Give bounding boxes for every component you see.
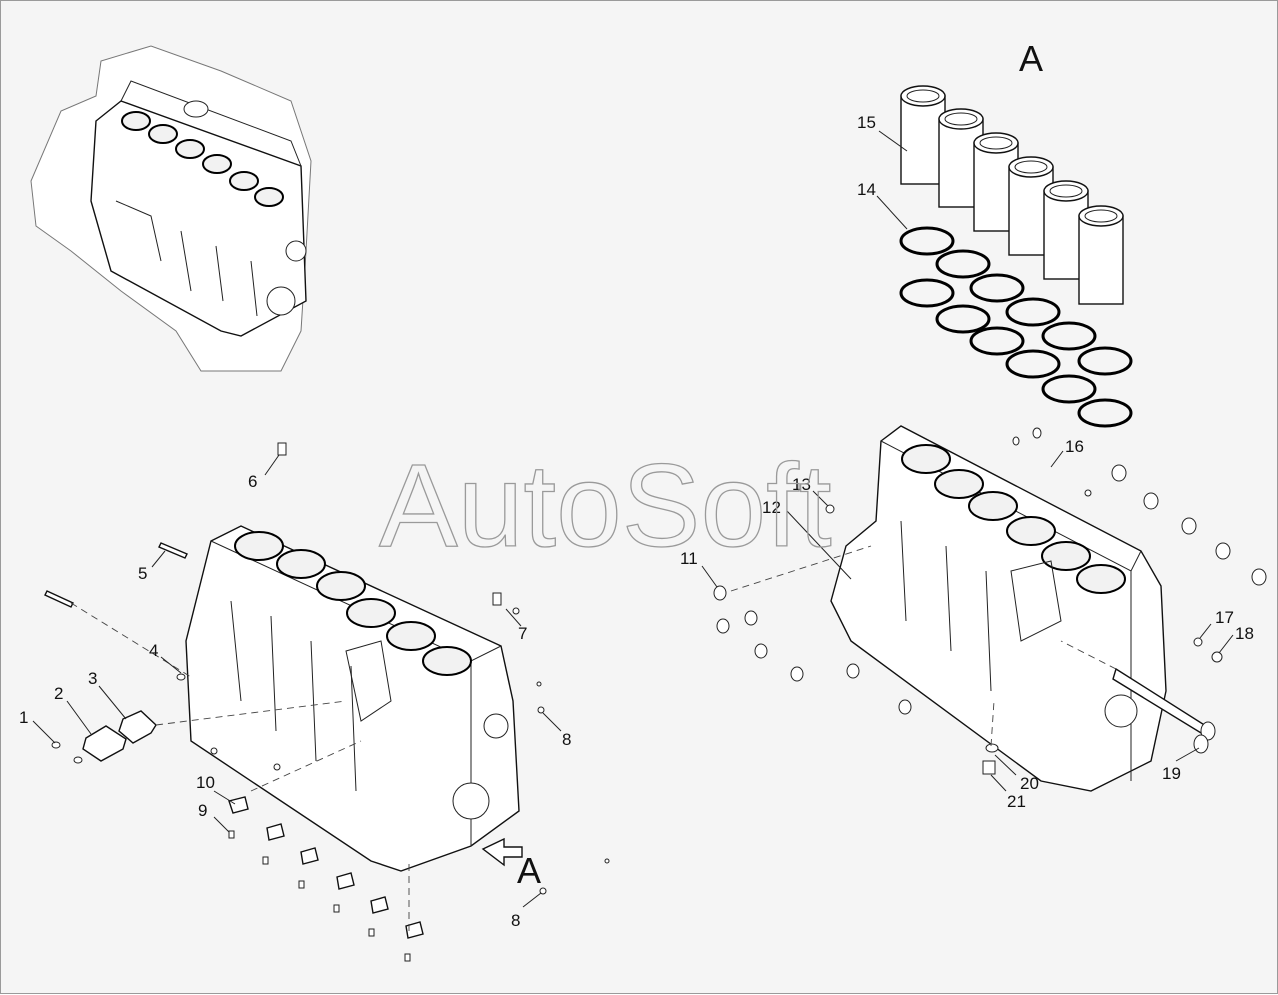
callout-20: 20 [1020, 774, 1039, 793]
explosion-guide-lines [70, 545, 1117, 931]
callout-2: 2 [54, 684, 63, 703]
callout-labels: 1 2 3 4 5 6 7 8 8 9 10 11 12 13 14 15 16… [19, 113, 1254, 930]
callout-4: 4 [149, 641, 158, 660]
callout-18: 18 [1235, 624, 1254, 643]
callout-5: 5 [138, 564, 147, 583]
callout-12: 12 [762, 498, 781, 517]
o-rings [899, 226, 1133, 428]
engine-overview-inset [30, 45, 312, 372]
callout-19: 19 [1162, 764, 1181, 783]
callout-3: 3 [88, 669, 97, 688]
watermark-logo: AutoSoft [379, 440, 832, 572]
cylinder-block-left [185, 525, 520, 872]
callout-13: 13 [792, 475, 811, 494]
callout-14: 14 [857, 180, 876, 199]
leader-lines [32, 130, 1234, 908]
callout-21: 21 [1007, 792, 1026, 811]
callout-1: 1 [19, 708, 28, 727]
callout-8-lower: 8 [511, 911, 520, 930]
cylinder-block-right [830, 425, 1167, 792]
callout-15: 15 [857, 113, 876, 132]
view-a-label-bottom: A [517, 850, 541, 891]
callout-16: 16 [1065, 437, 1084, 456]
callout-11: 11 [680, 549, 698, 568]
view-a-label-top: A [1019, 38, 1043, 79]
callout-6: 6 [248, 472, 257, 491]
small-parts [44, 427, 1267, 962]
callout-10: 10 [196, 773, 215, 792]
cylinder-liners [900, 85, 1124, 305]
callout-7: 7 [518, 624, 527, 643]
callout-8-upper: 8 [562, 730, 571, 749]
callout-9: 9 [198, 801, 207, 820]
callout-17: 17 [1215, 608, 1234, 627]
